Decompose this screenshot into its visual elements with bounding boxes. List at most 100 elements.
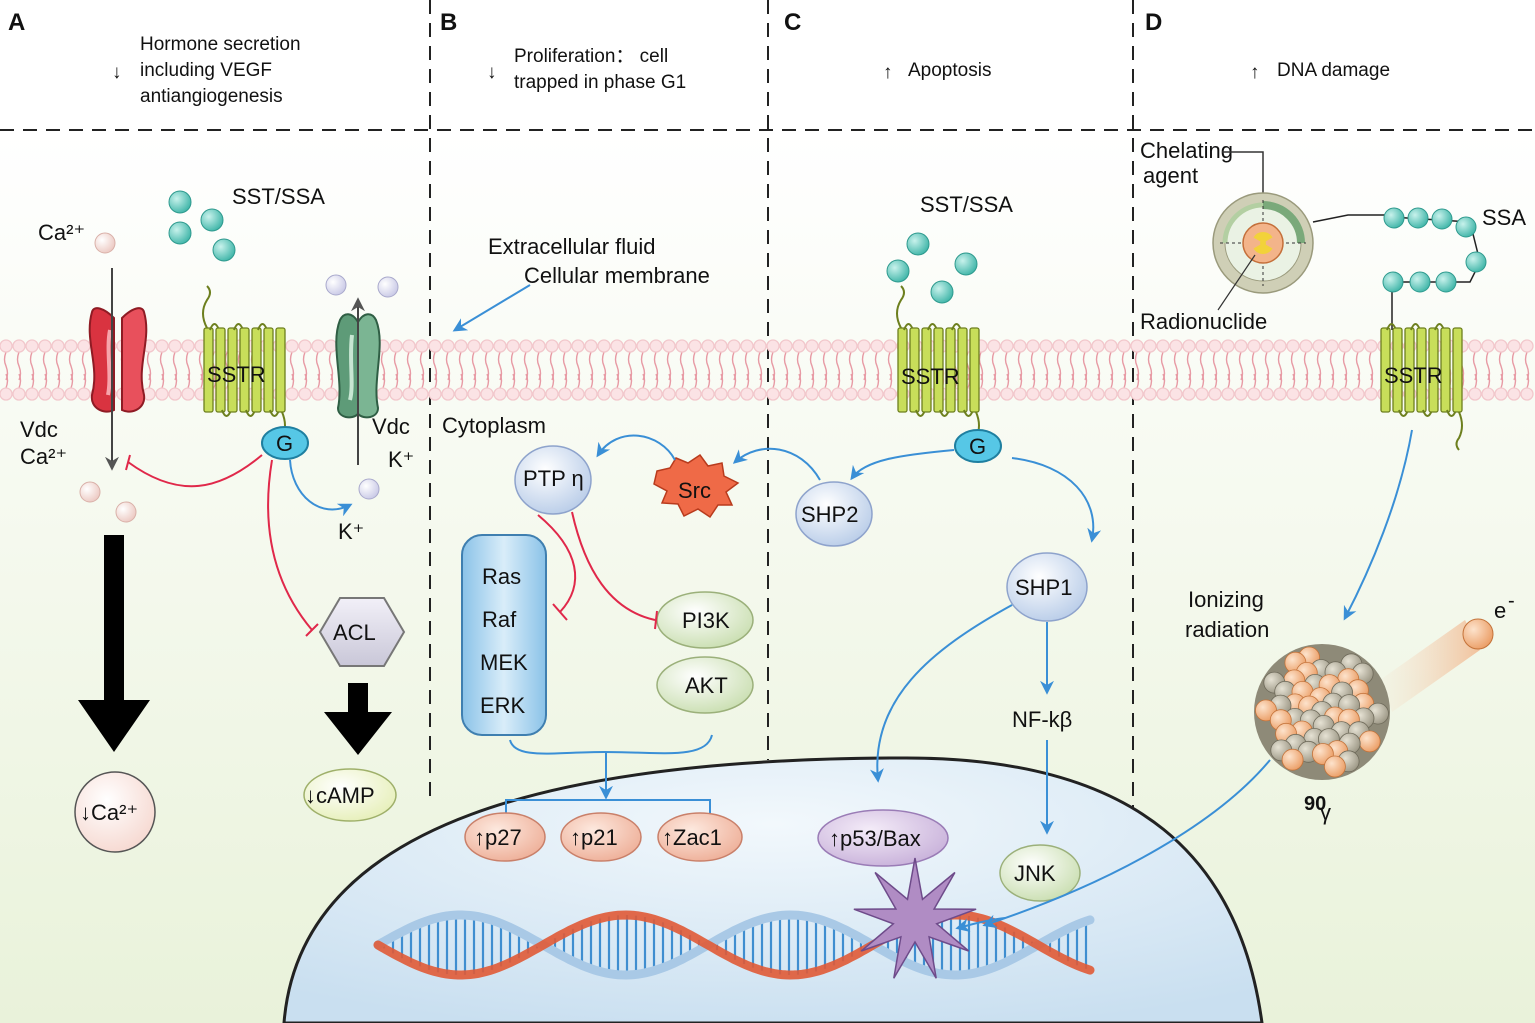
p27-node bbox=[464, 812, 546, 862]
p21-node bbox=[560, 812, 642, 862]
shp1-label: SHP1 bbox=[1015, 575, 1072, 600]
p53-bax-label: ↑p53/Bax bbox=[829, 826, 921, 851]
panel-d-letter: D bbox=[1145, 9, 1162, 36]
ca-ion-in-2 bbox=[115, 501, 137, 523]
g-activates-shp1 bbox=[1011, 457, 1102, 543]
dna-damage-star bbox=[853, 857, 977, 979]
radiation-to-dna-arrow bbox=[982, 759, 1271, 929]
panel-d: Chelating agent Radionuclide bbox=[982, 138, 1526, 929]
panel-a-letter: A bbox=[8, 9, 25, 36]
panel-dividers bbox=[0, 0, 1535, 880]
vdc-k-label-1: Vdc bbox=[372, 414, 410, 439]
down-ca-label: ↓Ca²⁺ bbox=[80, 800, 138, 825]
erk-label: ERK bbox=[480, 693, 526, 718]
nfkb-label: NF-kβ bbox=[1012, 707, 1072, 732]
target-genes-bracket bbox=[505, 799, 711, 815]
panel-a-header-line-1: Hormone secretion bbox=[140, 34, 301, 55]
mapk-cascade-box bbox=[461, 534, 547, 736]
sst-ligands-a bbox=[168, 190, 236, 262]
shp2-node bbox=[795, 481, 873, 547]
panel-c-header-line-1: Apoptosis bbox=[908, 60, 991, 81]
k-plus-label: K⁺ bbox=[338, 519, 364, 544]
sst-ssa-label-c: SST/SSA bbox=[920, 192, 1013, 217]
ssa-label-d: SSA bbox=[1482, 205, 1526, 230]
panel-d-header: D ↑ DNA damage bbox=[1145, 9, 1390, 83]
sstr-internalization-arrow bbox=[1343, 429, 1413, 621]
g-protein-a bbox=[261, 426, 309, 460]
pi3k-label: PI3K bbox=[682, 608, 730, 633]
panel-b-arrow: ↓ bbox=[487, 62, 497, 83]
src-kinase bbox=[653, 453, 740, 519]
down-arrow-ca bbox=[78, 535, 150, 752]
panel-b-header-line-2: trapped in phase G1 bbox=[514, 72, 686, 93]
k-ion-out-1 bbox=[325, 274, 347, 296]
zac1-node bbox=[657, 812, 743, 862]
radiation-symbol-icon bbox=[1253, 232, 1273, 254]
ionizing-label-2: radiation bbox=[1185, 617, 1269, 642]
electron-sup: - bbox=[1508, 590, 1515, 612]
zac1-label: ↑Zac1 bbox=[662, 825, 722, 850]
ptp-eta-label: PTP η bbox=[523, 466, 584, 491]
panel-a-arrow: ↓ bbox=[112, 62, 122, 83]
ca-ion-in-1 bbox=[79, 481, 101, 503]
down-arrow-camp bbox=[324, 683, 392, 755]
chelating-label-2: agent bbox=[1143, 163, 1198, 188]
isotope-mass-number: 90 bbox=[1304, 793, 1326, 815]
acl-enzyme bbox=[318, 597, 406, 667]
jnk-to-dna-arrow bbox=[955, 917, 1006, 933]
sst-ligands-c bbox=[886, 232, 978, 304]
src-label: Src bbox=[678, 478, 711, 503]
jnk-label: JNK bbox=[1014, 861, 1056, 886]
jnk-node bbox=[999, 844, 1081, 902]
electron-label: e bbox=[1494, 598, 1506, 623]
p21-label: ↑p21 bbox=[570, 825, 618, 850]
ras-label: Ras bbox=[482, 564, 521, 589]
ssa-peptide-chain bbox=[1382, 207, 1487, 330]
panel-c-arrow: ↑ bbox=[883, 62, 893, 83]
chelating-label-1: Chelating bbox=[1140, 138, 1233, 163]
extracellular-fluid-label: Extracellular fluid bbox=[488, 234, 656, 259]
ca-ion bbox=[94, 232, 116, 254]
panel-b-letter: B bbox=[440, 9, 457, 36]
sstr-receptor-c bbox=[896, 285, 980, 451]
shp2-label: SHP2 bbox=[801, 502, 858, 527]
potassium-channel bbox=[335, 313, 381, 419]
shp1-activates-p53 bbox=[869, 604, 1013, 783]
g-label-a: G bbox=[276, 431, 293, 456]
g-activates-k-efflux bbox=[289, 459, 353, 517]
sst-ssa-label-a: SST/SSA bbox=[232, 184, 325, 209]
panel-c: SST/SSA SSTR G SHP2 SHP1 NF-kβ JNK ↑p53/… bbox=[732, 192, 1102, 979]
electron-trail bbox=[1380, 620, 1480, 712]
mek-label: MEK bbox=[480, 650, 528, 675]
sstr-label-a: SSTR bbox=[207, 362, 266, 387]
panel-a: Ca²⁺ SST/SSA Vdc Ca²⁺ SSTR G bbox=[20, 184, 414, 853]
acl-label: ACL bbox=[333, 620, 376, 645]
membrane-pointer-arrow bbox=[452, 284, 531, 332]
panel-d-arrow: ↑ bbox=[1250, 62, 1260, 83]
signal-merge-line bbox=[509, 734, 713, 755]
vdc-ca-label-2: Ca²⁺ bbox=[20, 444, 67, 469]
ptp-inhibits-pi3k bbox=[571, 511, 656, 621]
shp1-node bbox=[1006, 552, 1088, 622]
dna-helix bbox=[373, 910, 1095, 980]
panel-d-header-line-1: DNA damage bbox=[1277, 60, 1390, 81]
result-down-ca bbox=[74, 771, 156, 853]
ionizing-label-1: Ionizing bbox=[1188, 587, 1264, 612]
sstr-label-c: SSTR bbox=[901, 364, 960, 389]
panel-b-header-line-1: Proliferation： cell bbox=[514, 46, 668, 67]
panel-c-letter: C bbox=[784, 9, 801, 36]
ptp-eta-node bbox=[514, 445, 592, 515]
ca-ion-label: Ca²⁺ bbox=[38, 220, 85, 245]
cytoplasm-label: Cytoplasm bbox=[442, 413, 546, 438]
shp2-activates-src bbox=[732, 447, 821, 481]
g-inhibits-ca-channel bbox=[127, 454, 263, 488]
g-protein-c bbox=[954, 429, 1002, 463]
panel-a-header-line-3: antiangiogenesis bbox=[140, 86, 283, 107]
result-down-camp bbox=[303, 768, 397, 822]
sstr-receptor-a bbox=[202, 285, 286, 451]
g-activates-shp2 bbox=[850, 449, 955, 481]
cellular-membrane-label: Cellular membrane bbox=[524, 263, 710, 288]
panel-a-header-line-2: including VEGF bbox=[140, 60, 272, 81]
k-ion-in bbox=[358, 478, 380, 500]
